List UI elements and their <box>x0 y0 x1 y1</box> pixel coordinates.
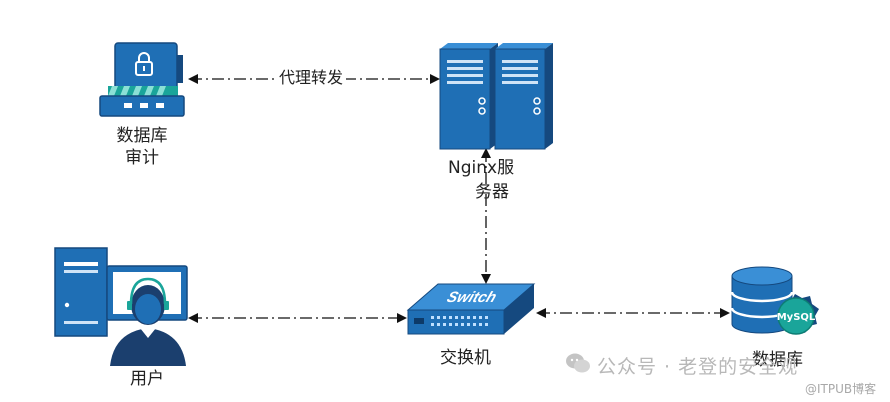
db-audit-label-line2: 审计 <box>125 148 159 168</box>
nginx-server-icon <box>439 43 553 150</box>
wechat-watermark-icon <box>565 352 591 374</box>
user-label: 用户 <box>130 369 164 389</box>
switch-label: 交换机 <box>440 348 491 368</box>
switch-brand-text: Switch <box>445 289 499 305</box>
watermark-text: 公众号 · 老登的安全观 <box>597 356 799 378</box>
db-audit-device-icon <box>99 42 185 117</box>
watermark-sub: @ITPUB博客 <box>805 382 877 396</box>
lock-icon <box>135 52 153 76</box>
edge-label-proxy-forward: 代理转发 <box>276 68 347 88</box>
user-computer-icon <box>54 247 188 337</box>
mysql-badge-text: MySQL <box>777 312 816 323</box>
nginx-label-line2: 务器 <box>475 182 509 202</box>
database-label: 数据库 <box>752 350 803 370</box>
user-person-icon <box>110 277 186 366</box>
nginx-label-line1: Nginx服 <box>448 158 515 178</box>
db-audit-label-line1: 数据库 <box>116 126 168 146</box>
database-cylinder-icon <box>730 266 794 334</box>
mysql-badge-icon: MySQL <box>777 294 819 335</box>
switch-device-icon: Switch <box>406 283 536 335</box>
